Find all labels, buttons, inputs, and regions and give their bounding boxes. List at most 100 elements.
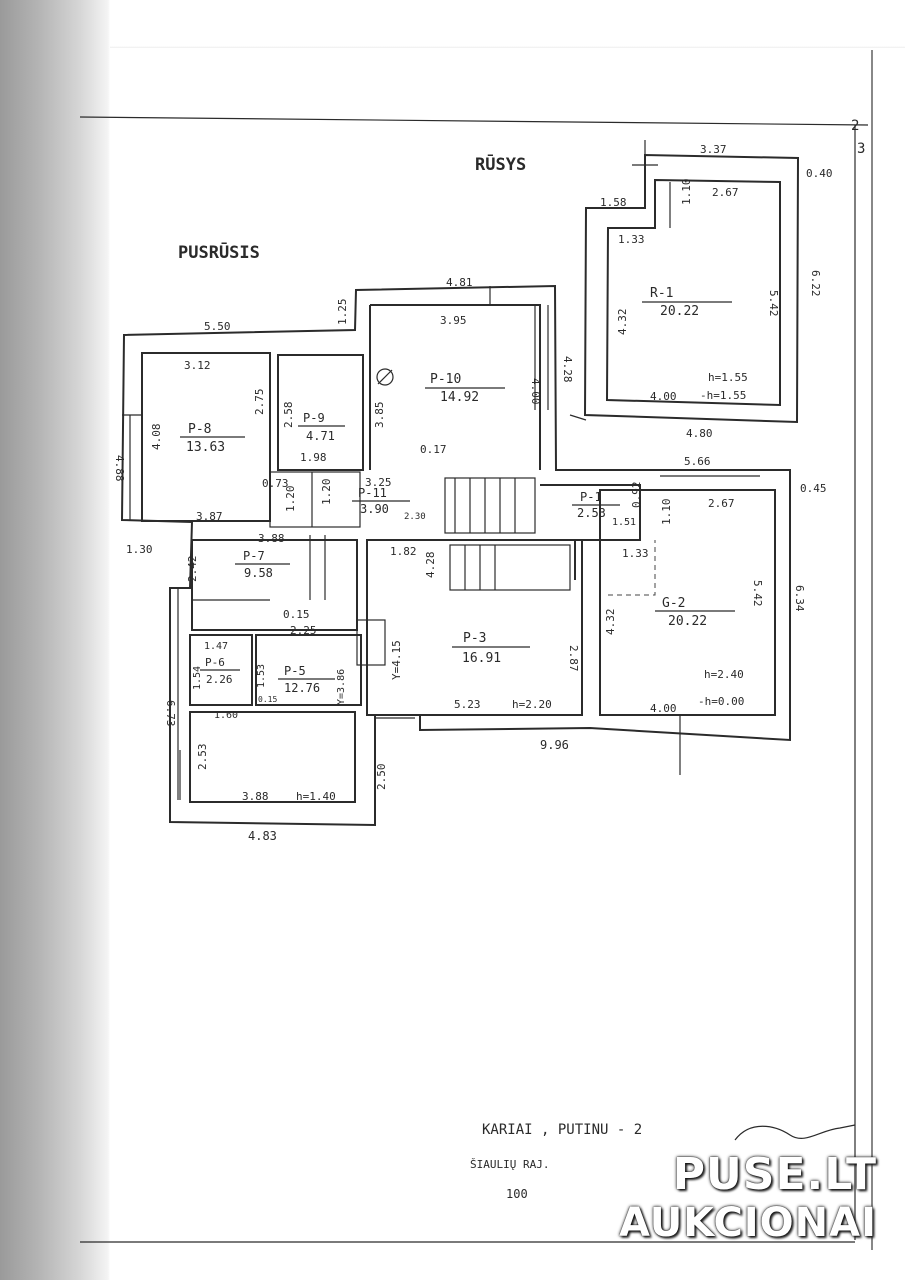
svg-text:6.34: 6.34 [793, 585, 806, 612]
svg-text:1.10: 1.10 [680, 179, 693, 206]
svg-text:1.98: 1.98 [300, 451, 327, 464]
svg-text:1.82: 1.82 [390, 545, 417, 558]
svg-text:-h=0.00: -h=0.00 [698, 695, 744, 708]
room-g2-area: 20.22 [668, 614, 707, 629]
watermark-line1: PUSE.LT [672, 1149, 877, 1200]
svg-text:h=1.55: h=1.55 [708, 371, 748, 384]
room-r1-area: 20.22 [660, 304, 699, 319]
room-r1-id: R-1 [650, 286, 673, 301]
svg-text:0.15: 0.15 [283, 608, 310, 621]
svg-text:h=2.20: h=2.20 [512, 698, 552, 711]
svg-text:0.15: 0.15 [258, 695, 277, 704]
svg-text:1.10: 1.10 [660, 499, 673, 526]
svg-text:1.53: 1.53 [256, 664, 267, 688]
svg-text:2.67: 2.67 [712, 186, 739, 199]
svg-text:1.51: 1.51 [612, 517, 636, 528]
svg-text:3.37: 3.37 [700, 143, 727, 156]
svg-text:4.80: 4.80 [686, 427, 713, 440]
svg-text:3.95: 3.95 [440, 314, 467, 327]
room-p10-area: 14.92 [440, 390, 479, 405]
svg-text:0.45: 0.45 [800, 482, 827, 495]
svg-text:4.32: 4.32 [616, 309, 629, 336]
svg-text:3.12: 3.12 [184, 359, 211, 372]
svg-text:1.33: 1.33 [622, 547, 649, 560]
svg-text:2.50: 2.50 [375, 764, 388, 791]
room-p6-id: P-6 [205, 656, 225, 669]
district-label: ŠIAULIŲ RAJ. [470, 1158, 549, 1171]
room-p9-id: P-9 [303, 411, 325, 425]
room-r1-walls [569, 140, 800, 424]
svg-text:3.87: 3.87 [196, 510, 223, 523]
address-label: KARIAI , PUTINU - 2 [482, 1122, 642, 1138]
svg-text:5.66: 5.66 [684, 455, 711, 468]
svg-text:4.88: 4.88 [113, 455, 126, 482]
svg-text:1.30: 1.30 [126, 543, 153, 556]
svg-text:3.25: 3.25 [365, 476, 392, 489]
svg-text:Y=3.86: Y=3.86 [336, 669, 347, 705]
room-p7-area: 9.58 [244, 566, 273, 580]
svg-text:-h=1.55: -h=1.55 [700, 389, 746, 402]
room-p9-area: 4.71 [306, 429, 335, 443]
svg-text:4.00: 4.00 [650, 390, 677, 403]
room-p1-area: 2.53 [577, 506, 606, 520]
svg-text:2.42: 2.42 [186, 556, 199, 583]
watermark-line2: AUKCIONAI [619, 1200, 877, 1246]
svg-text:0.73: 0.73 [262, 477, 289, 490]
sheet-top-edge [0, 0, 905, 48]
svg-text:h=1.40: h=1.40 [296, 790, 336, 803]
sheet-number: 3 [857, 141, 865, 157]
scan-shadow [0, 0, 110, 1280]
room-p5-id: P-5 [284, 664, 306, 678]
dimension-labels: 3.37 0.40 1.58 1.10 2.67 1.33 5.42 6.22 … [113, 143, 833, 843]
pusrusis-walls [120, 284, 791, 827]
room-p11-id: P-11 [358, 486, 387, 500]
room-p3-id: P-3 [463, 631, 486, 646]
svg-text:4.81: 4.81 [446, 276, 473, 289]
svg-text:6.73: 6.73 [164, 700, 177, 727]
svg-text:1.54: 1.54 [192, 666, 203, 690]
room-p11-area: 3.90 [360, 502, 389, 516]
room-p8-id: P-8 [188, 422, 211, 437]
svg-text:2.25: 2.25 [290, 624, 317, 637]
svg-text:2.53: 2.53 [196, 744, 209, 771]
watermark: PUSE.LT AUKCIONAI [597, 1149, 877, 1247]
svg-text:4.00: 4.00 [529, 378, 542, 405]
svg-text:9.96: 9.96 [540, 738, 569, 752]
svg-text:1.33: 1.33 [618, 233, 645, 246]
svg-text:2.30: 2.30 [404, 512, 426, 522]
svg-text:2.87: 2.87 [567, 645, 580, 672]
svg-text:5.42: 5.42 [767, 290, 780, 317]
svg-text:2.67: 2.67 [708, 497, 735, 510]
svg-text:4.00: 4.00 [650, 702, 677, 715]
room-p3-area: 16.91 [462, 651, 501, 666]
svg-text:0.40: 0.40 [806, 167, 833, 180]
svg-text:2.75: 2.75 [253, 389, 266, 416]
svg-text:1.20: 1.20 [284, 486, 297, 513]
svg-text:4.83: 4.83 [248, 829, 277, 843]
section-title-rusys: RŪSYS [475, 153, 526, 175]
svg-text:5.42: 5.42 [751, 580, 764, 607]
sheet-frame [79, 50, 873, 1250]
signature [734, 1124, 856, 1141]
svg-text:1.58: 1.58 [600, 196, 627, 209]
svg-text:3.88: 3.88 [242, 790, 269, 803]
svg-text:1.20: 1.20 [320, 479, 333, 506]
svg-text:h=2.40: h=2.40 [704, 668, 744, 681]
svg-text:3.88: 3.88 [258, 532, 285, 545]
sheet-code: 2 [851, 118, 859, 134]
room-p1-id: P-1 [580, 490, 602, 504]
svg-text:5.50: 5.50 [204, 320, 231, 333]
svg-text:4.08: 4.08 [150, 424, 163, 451]
svg-text:4.28: 4.28 [561, 356, 574, 383]
section-title-pusrusis: PUSRŪSIS [178, 241, 260, 263]
room-p6-area: 2.26 [206, 673, 233, 686]
svg-text:0.17: 0.17 [420, 443, 447, 456]
room-p8-area: 13.63 [186, 440, 225, 455]
room-g2-id: G-2 [662, 596, 685, 611]
svg-text:2.58: 2.58 [282, 402, 295, 429]
room-p7-id: P-7 [243, 549, 265, 563]
svg-text:4.28: 4.28 [424, 552, 437, 579]
svg-text:6.22: 6.22 [809, 270, 822, 297]
svg-text:3.85: 3.85 [373, 402, 386, 429]
